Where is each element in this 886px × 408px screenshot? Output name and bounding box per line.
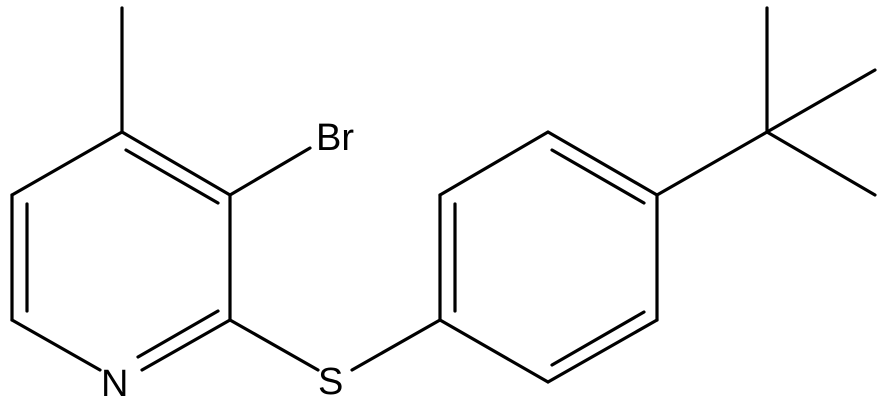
bond-c5-c4 — [10, 130, 124, 197]
bond-s-ph — [350, 318, 442, 372]
bond-c3-br — [228, 146, 312, 197]
pyridine-ring — [10, 130, 232, 372]
bond-ph5-ph6 — [438, 130, 550, 197]
bond-ph1-ph2 — [438, 318, 550, 384]
bond-n-c6 — [10, 318, 102, 372]
bond-c2-s — [228, 318, 320, 372]
bond-c4-c3 — [120, 130, 232, 197]
bond-tbu-me-lower-right — [765, 130, 877, 197]
bond-ph2-ph3 — [546, 318, 659, 384]
bromine-label: Br — [316, 117, 354, 159]
benzene-ring — [438, 130, 659, 384]
bond-c2-n — [140, 318, 232, 372]
bond-tbu-me-upper-right — [765, 68, 877, 134]
bond-c4-c3-inner — [124, 148, 220, 205]
bond-ph-tbu — [655, 130, 769, 197]
sulfur-label: S — [318, 361, 343, 403]
bond-ph4-ph5 — [546, 130, 659, 197]
nitrogen-label: N — [101, 363, 128, 405]
bond-ph4-ph5-inner — [550, 148, 646, 205]
tert-butyl-group — [655, 6, 877, 197]
bond-ph2-ph3-inner — [550, 310, 646, 367]
bond-c2-n-inner — [136, 309, 220, 359]
